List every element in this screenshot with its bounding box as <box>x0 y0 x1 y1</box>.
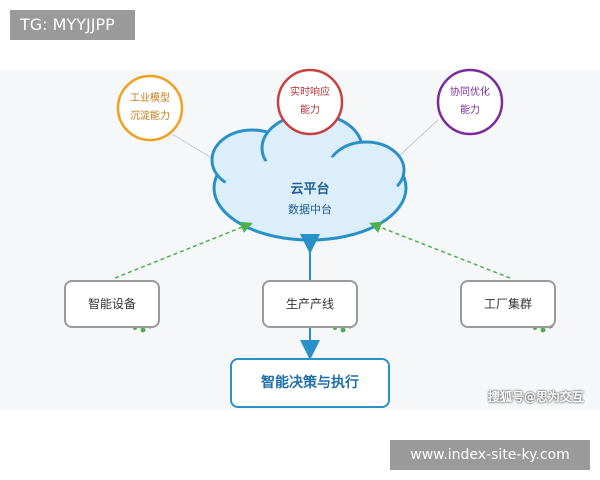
footer-url: www.index-site-ky.com <box>390 440 590 470</box>
capability-circle-industrial-model <box>116 74 184 142</box>
source-credit: 搜狐号@思为交互 <box>488 390 585 404</box>
capability-circle-collaboration <box>436 68 504 136</box>
connector-line-left <box>171 133 216 161</box>
capability-label-industrial-model: 工业模型 沉淀能力 <box>118 90 182 126</box>
decision-box: 智能决策与执行 <box>230 358 390 408</box>
capability-label-line1: 实时响应 <box>290 87 330 98</box>
cloud-title: 云平台 <box>290 182 330 197</box>
watermark-tag: TG: MYYJJPP <box>10 10 135 40</box>
dashed-link-right <box>369 221 511 279</box>
capability-label-collaboration: 协同优化 能力 <box>438 84 502 120</box>
capability-label-line1: 工业模型 <box>130 93 170 104</box>
node-factory-cluster: 工厂集群 <box>460 280 556 328</box>
node-smart-device: 智能设备 <box>64 280 160 328</box>
capability-label-line1: 协同优化 <box>450 87 490 98</box>
capability-label-line2: 能力 <box>300 105 320 116</box>
capability-label-line2: 沉淀能力 <box>130 111 170 122</box>
dashed-link-left <box>114 221 253 279</box>
node-production-line: 生产产线 <box>262 280 358 328</box>
capability-label-realtime: 实时响应 能力 <box>278 84 342 120</box>
capability-circle-realtime <box>276 68 344 136</box>
capability-label-line2: 能力 <box>460 105 480 116</box>
connector-line-right <box>399 119 439 156</box>
cloud-platform <box>210 112 408 242</box>
cloud-subtitle: 数据中台 <box>288 203 332 216</box>
